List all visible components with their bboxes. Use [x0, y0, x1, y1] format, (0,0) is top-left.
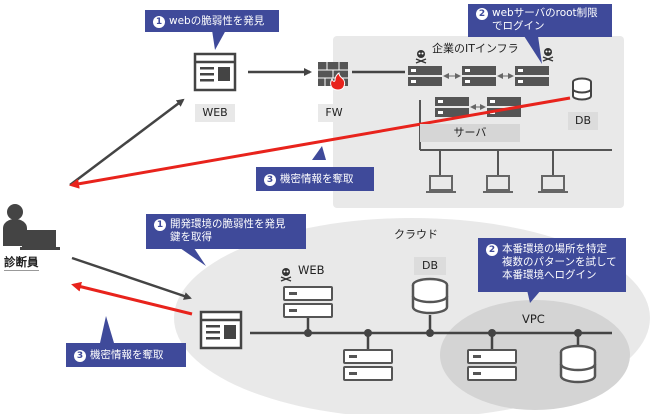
laptop-icon — [538, 175, 568, 193]
callout-text: 鍵を取得 — [170, 231, 212, 243]
flow-arrow — [69, 98, 185, 186]
laptop-icon — [483, 175, 513, 193]
skull-icon — [542, 48, 554, 62]
callout-root-login: 2 webサーバのroot制限 でログイン — [468, 4, 612, 37]
callout-text: 複数のパターンを試して — [502, 256, 617, 268]
step-number: 2 — [476, 8, 488, 20]
callout-text: 開発環境の脆弱性を発見 — [170, 218, 286, 230]
callout-find-web-vuln: 1 webの脆弱性を発見 — [145, 10, 279, 32]
cloud-title: クラウド — [394, 228, 438, 241]
callout-text: webの脆弱性を発見 — [169, 15, 265, 27]
callout-pointer — [312, 146, 326, 160]
callout-pointer — [100, 316, 114, 343]
database-icon — [559, 344, 597, 384]
infra-title: 企業のITインフラ — [432, 42, 519, 55]
server-icon — [343, 349, 393, 381]
database-icon — [411, 277, 449, 315]
db-tag: DB — [568, 112, 598, 130]
step-number: 2 — [486, 244, 498, 256]
firewall-icon — [318, 62, 348, 91]
skull-icon — [280, 268, 292, 282]
browser-icon — [193, 52, 237, 92]
browser-icon — [199, 310, 243, 350]
callout-text: webサーバのroot制限 — [492, 7, 598, 19]
network-node — [304, 329, 582, 337]
infra-panel — [333, 36, 624, 208]
step-number: 3 — [74, 350, 86, 362]
laptop-icon — [426, 175, 456, 193]
callout-text: 機密情報を奪取 — [280, 173, 354, 185]
step-number: 1 — [154, 219, 166, 231]
cloud-web-label: WEB — [298, 263, 325, 277]
person-icon — [3, 204, 60, 250]
callout-text: 本番環境の場所を特定 — [502, 243, 607, 255]
web-tag: WEB — [195, 104, 235, 122]
step-number: 3 — [264, 174, 276, 186]
server-icon — [515, 66, 549, 86]
cloud-db-label: DB — [414, 257, 446, 275]
vpc-label: VPC — [522, 312, 545, 326]
callout-prod-login: 2 本番環境の場所を特定 複数のパターンを試して 本番環境へログイン — [478, 238, 626, 292]
exfil-arrow — [71, 281, 193, 316]
database-icon — [572, 77, 592, 101]
callout-find-dev-vuln: 1 開発環境の脆弱性を発見 鍵を取得 — [146, 214, 306, 249]
callout-pointer — [212, 30, 226, 50]
server-tag: サーバ — [420, 124, 520, 142]
callout-text: 機密情報を奪取 — [90, 349, 164, 361]
server-icon — [462, 66, 496, 86]
callout-exfiltrate-2: 3 機密情報を奪取 — [66, 343, 186, 367]
callout-pointer — [524, 36, 542, 64]
person-label: 診断員 — [4, 255, 39, 271]
skull-icon — [415, 50, 427, 64]
server-icon — [408, 66, 442, 86]
callout-exfiltrate: 3 機密情報を奪取 — [256, 167, 374, 191]
fw-tag: FW — [318, 104, 350, 122]
callout-pointer — [180, 248, 206, 266]
flow-arrow — [71, 256, 192, 300]
callout-text: 本番環境へログイン — [502, 269, 597, 281]
exfil-arrow — [69, 96, 571, 189]
step-number: 1 — [153, 16, 165, 28]
server-icon — [435, 97, 469, 117]
callout-text: でログイン — [492, 20, 545, 32]
server-icon — [283, 286, 333, 318]
callout-pointer — [527, 290, 541, 303]
server-icon — [467, 349, 517, 381]
